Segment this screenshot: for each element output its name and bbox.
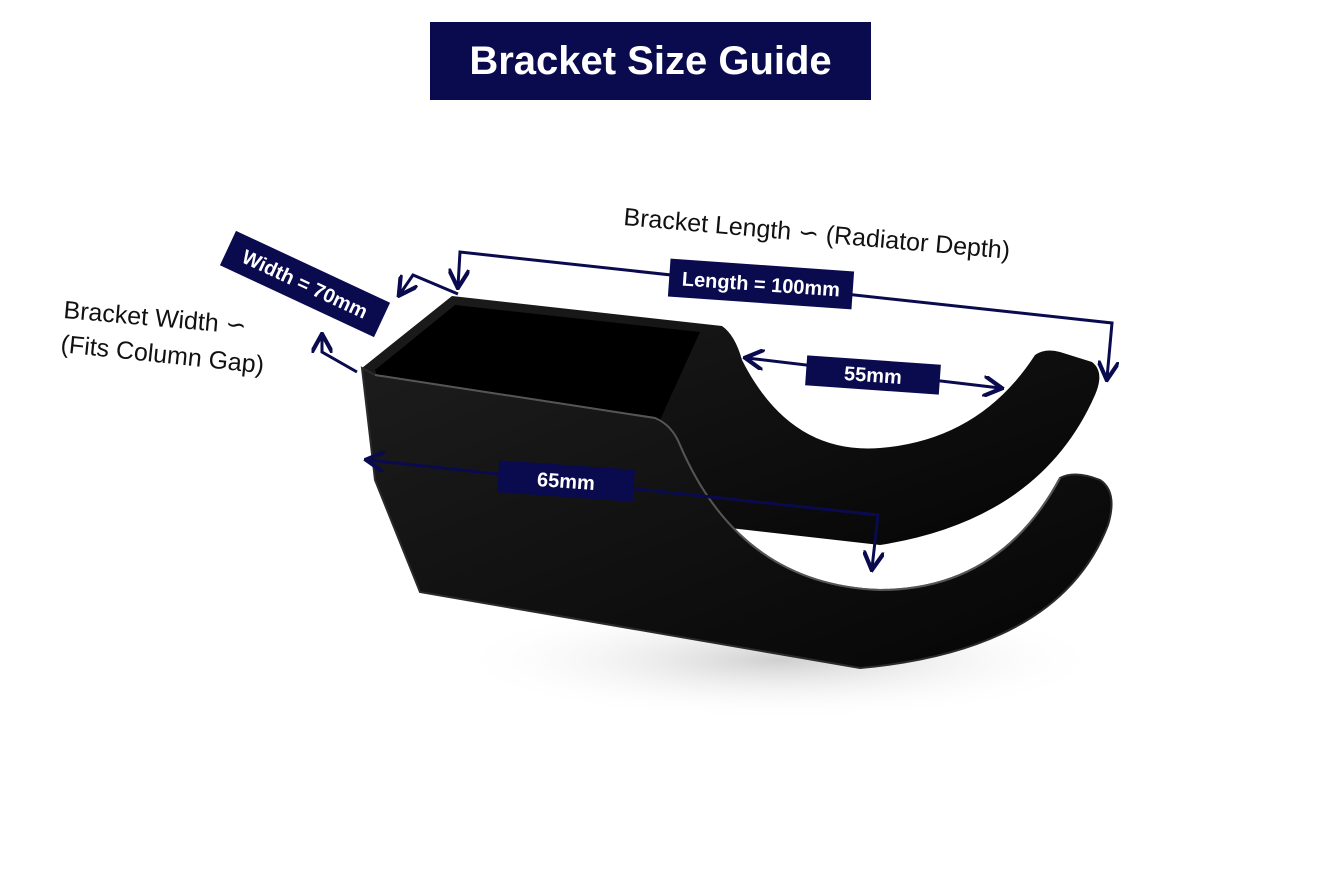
- width-arrow-left: [322, 336, 358, 374]
- width-arrow-right: [400, 273, 459, 294]
- page-title: Bracket Size Guide: [430, 22, 871, 100]
- svg-text:65mm: 65mm: [536, 469, 595, 495]
- arc-gap-tag: 55mm: [805, 355, 941, 395]
- length-caption: Bracket Length ∽ (Radiator Depth): [622, 203, 1011, 265]
- length-tag: Length = 100mm: [667, 258, 855, 310]
- front-depth-tag: 65mm: [497, 460, 635, 502]
- svg-text:55mm: 55mm: [843, 363, 902, 389]
